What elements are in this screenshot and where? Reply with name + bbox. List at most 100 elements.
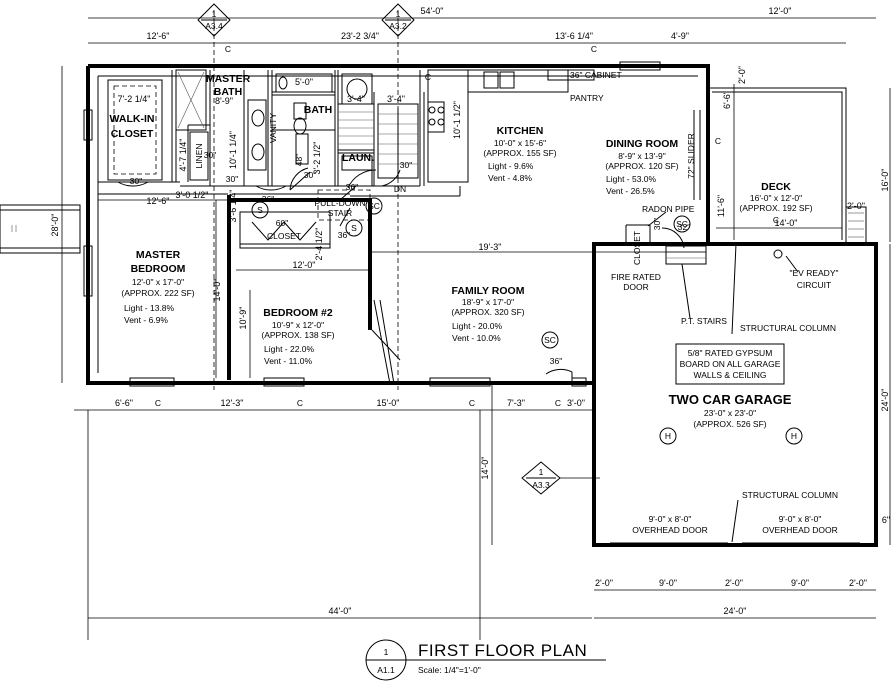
dim-deck-inner: 6'-6" [722, 91, 732, 109]
ev-note-2: CIRCUIT [797, 280, 831, 290]
family-vent: Vent - 10.0% [452, 333, 501, 343]
door-swing-labels: 30" 30" 30" 30" 30" 30" 36" 36" 36" 36" … [130, 150, 690, 366]
gypsum-note-1: 5/8" RATED GYPSUM [688, 348, 773, 358]
dim-bottom-2: 12'-3" [221, 398, 244, 408]
room-garage: TWO CAR GARAGE 23'-0" x 23'-0" (APPROX. … [669, 392, 792, 429]
dim-kitchen-10-1: 10'-1 1/2" [452, 101, 462, 139]
garage-name: TWO CAR GARAGE [669, 392, 792, 407]
slider-note: 72" SLIDER [686, 133, 696, 179]
centerline-mark: C [469, 398, 475, 408]
deck-size: 16'-0" x 12'-0" [750, 193, 802, 203]
dining-light: Light - 53.0% [606, 174, 657, 184]
family-name: FAMILY ROOM [452, 285, 525, 297]
pantry-note: PANTRY [570, 93, 604, 103]
heater-letter: H [791, 431, 797, 441]
pt-stairs-note: P.T. STAIRS [681, 316, 727, 326]
section-marker-a33: 1 A3.3 [521, 461, 600, 495]
master-bedroom-label-2: BEDROOM [131, 263, 186, 275]
heater-icon: H [659, 427, 677, 445]
section-marker-num: 1 [396, 9, 401, 19]
dim-top-kitchen: 13'-6 1/4" [555, 31, 593, 41]
structural-column-note-2: STRUCTURAL COLUMN [742, 490, 838, 500]
dim-bath-5-0: 5'-0" [295, 77, 313, 87]
dim-dining-11-6: 11'-6" [716, 195, 726, 217]
overhead-door-1-size: 9'-0" x 8'-0" [649, 514, 692, 524]
dim-garage-offset: 14'-0" [480, 457, 490, 480]
smoke-co-detector-icon: SC [365, 197, 383, 215]
smoke-co-letter: SC [544, 335, 556, 345]
overhead-door-2-label: OVERHEAD DOOR [762, 525, 838, 535]
dim-deck-step: 2'-0" [737, 66, 747, 84]
structural-column-note-1: STRUCTURAL COLUMN [740, 323, 836, 333]
master-bedroom-size: 12'-0" x 17'-0" [132, 277, 184, 287]
dim-deck-2-0: 2'-0" [847, 201, 865, 211]
section-marker-num: 1 [539, 467, 544, 477]
gypsum-note-3: WALLS & CEILING [694, 370, 767, 380]
exterior-walls [86, 64, 878, 547]
door-swing-36d: 36" [550, 356, 562, 366]
dim-garage-width: 24'-0" [724, 606, 747, 616]
door-swing-36a: 36" [262, 194, 274, 204]
master-bedroom-label-1: MASTER [136, 249, 181, 261]
door-swing-30c: 30" [204, 150, 216, 160]
dim-garage-jamb-mid: 2'-0" [725, 578, 743, 588]
room-master-bedroom: MASTER BEDROOM 12'-0" x 17'-0" (APPROX. … [121, 249, 194, 325]
notes: 36" CABINET PANTRY 72" SLIDER PULL-DOWN … [314, 70, 839, 543]
heater-letter: H [665, 431, 671, 441]
dim-garage-jamb-left: 2'-0" [595, 578, 613, 588]
bath-label: BATH [304, 104, 332, 116]
dining-area: (APPROX. 120 SF) [605, 161, 678, 171]
dim-left-total: 44'-0" [329, 606, 352, 616]
closet-stair-label: CLOSET [632, 231, 642, 265]
gypsum-note-2: BOARD ON ALL GARAGE [680, 359, 781, 369]
dim-stair-3-4b: 3'-4" [387, 94, 405, 104]
smoke-detector-letter: S [257, 205, 263, 215]
title-block-num: 1 [384, 647, 389, 657]
dim-bath-3-2: 3'-2 1/2" [312, 142, 322, 175]
centerline-mark: C [425, 72, 431, 82]
fire-door-note-2: DOOR [623, 282, 649, 292]
master-bedroom-area: (APPROX. 222 SF) [121, 288, 194, 298]
section-marker-num: 1 [212, 9, 217, 19]
section-marker-a32: 1 A3.2 [381, 3, 415, 37]
dim-deck-depth: 16'-0" [880, 169, 890, 192]
kitchen-light: Light - 9.6% [488, 161, 534, 171]
garage-area: (APPROX. 526 SF) [693, 419, 766, 429]
master-bath-label-1: MASTER [206, 73, 251, 85]
bedroom-2-light: Light - 22.0% [264, 344, 315, 354]
family-area: (APPROX. 320 SF) [451, 307, 524, 317]
room-walkin-closet: WALK-IN CLOSET [110, 113, 155, 140]
section-marker-sheet: A3.2 [389, 21, 407, 31]
dim-bottom-1: 6'-6" [115, 398, 133, 408]
overhead-door-2-size: 9'-0" x 8'-0" [779, 514, 822, 524]
centerline-mark: C [297, 398, 303, 408]
closet-bedroom-2-label: CLOSET [267, 231, 301, 241]
fixtures [107, 69, 595, 183]
title-block-sheet: A1.1 [377, 665, 395, 675]
laundry-label: LAUN. [342, 152, 374, 164]
dim-bath-10-1: 10'-1 1/4" [228, 131, 238, 169]
centerline-mark: C [225, 44, 231, 54]
smoke-co-detector-icon: SC [673, 215, 691, 233]
pull-down-note-1: PULL-DOWN [314, 198, 365, 208]
dining-name: DINING ROOM [606, 138, 679, 150]
door-swing-32: 32" [678, 222, 690, 232]
dim-hall-12-6: 12'-6" [147, 196, 170, 206]
dim-bed2-10-9: 10'-9" [238, 307, 248, 330]
garage-size: 23'-0" x 23'-0" [704, 408, 756, 418]
centerline-mark: C [715, 136, 721, 146]
bedroom-2-size: 10'-9" x 12'-0" [272, 320, 324, 330]
door-swing-36b: 36" [346, 182, 358, 192]
dim-bed2-2-4: 2'-4 1/2" [314, 228, 324, 261]
dim-bath-8-9: 8'-9" [215, 96, 233, 106]
dimension-labels: 54'-0" 12'-0" 12'-6" 23'-2 3/4" 13'-6 1/… [50, 6, 890, 616]
doors [117, 110, 860, 544]
kitchen-name: KITCHEN [497, 125, 544, 137]
room-master-bath: MASTER BATH [206, 73, 251, 98]
centerline-mark: C [155, 398, 161, 408]
walkin-label-2: CLOSET [111, 128, 154, 140]
cabinet-note: 36" CABINET [570, 70, 622, 80]
family-size: 18'-9" x 17'-0" [462, 297, 514, 307]
dim-garage-door-1: 9'-0" [659, 578, 677, 588]
